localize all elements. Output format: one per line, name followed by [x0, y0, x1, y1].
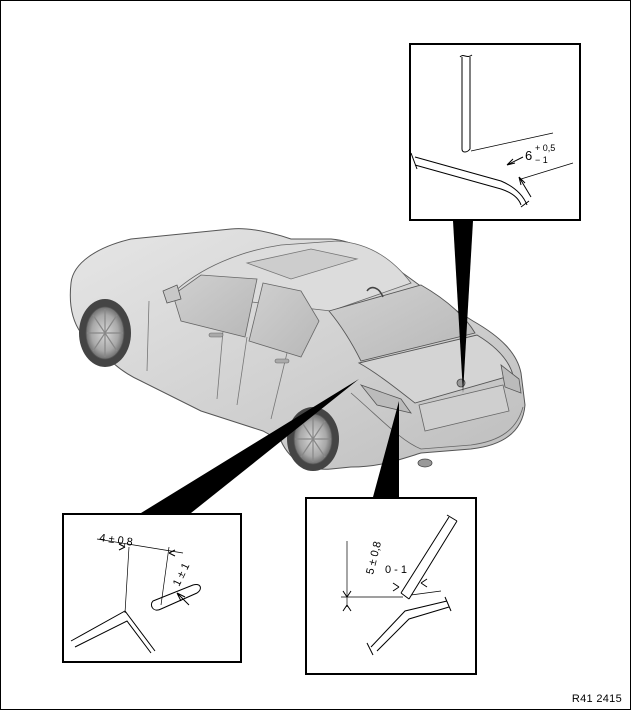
- car-rear-bumper: [350, 392, 524, 450]
- detail-br-strip: [400, 514, 458, 600]
- detail-bl-dim-line: [118, 543, 190, 606]
- detail-bl-dim-gap: 4 ± 0,8: [99, 532, 134, 549]
- callout-pointer-bottom-right: [373, 401, 399, 497]
- figure-reference: R41 2415: [571, 693, 622, 705]
- detail-box-bottom-left: 4 ± 0,8 1 ± 1: [62, 513, 242, 663]
- car-door-handle: [274, 358, 290, 364]
- car-plate-recess: [418, 384, 510, 432]
- car-sunroof: [245, 248, 359, 280]
- car-exhaust: [417, 458, 433, 468]
- detail-top-vertical-edge: [461, 57, 471, 153]
- callout-pointer-bottom-left: [141, 379, 359, 513]
- car-door-seam: [146, 300, 288, 420]
- car-emblem: [456, 378, 466, 388]
- car-antenna: [366, 286, 384, 298]
- car-illustration: [69, 228, 526, 471]
- car-tail-light: [500, 364, 522, 394]
- detail-top-tol-plus: + 0,5: [535, 143, 555, 153]
- detail-top-tol-minus: − 1: [535, 155, 548, 165]
- detail-top-nominal: 6: [525, 148, 532, 163]
- detail-top-dim-line: [506, 156, 532, 198]
- detail-br-dim-line: [342, 578, 428, 612]
- car-rear-wheel: [287, 407, 339, 471]
- car-side-window-rear: [248, 282, 320, 358]
- detail-box-bottom-right: 5 ± 0,8 0 - 1: [305, 497, 477, 675]
- detail-br-dim-offset: 0 - 1: [385, 564, 407, 576]
- car-rear-window: [328, 284, 476, 362]
- detail-br-profile: [370, 600, 450, 652]
- car-front-wheel: [79, 299, 131, 367]
- detail-box-top: 6 + 0,5 − 1: [409, 43, 581, 221]
- car-door-handle: [208, 332, 224, 338]
- callout-pointer-top: [453, 221, 473, 393]
- car-side-window-front: [172, 274, 258, 338]
- detail-bl-strip: [150, 584, 201, 611]
- car-trunk-lid: [357, 334, 514, 404]
- detail-top-lower-edge: [414, 156, 528, 206]
- car-mirror: [162, 284, 182, 304]
